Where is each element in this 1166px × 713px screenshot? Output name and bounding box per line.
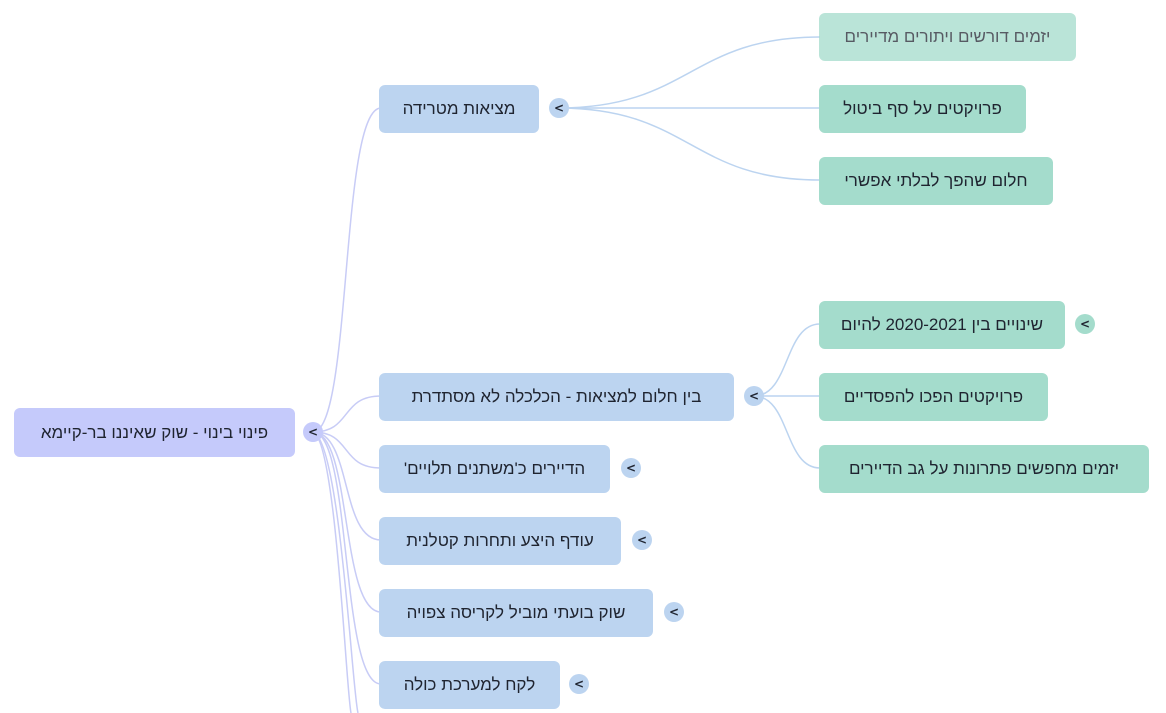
edge-root-offscreen-1 (312, 431, 359, 713)
leaf-expand-toggle-icon[interactable]: < (1075, 314, 1095, 334)
edge-root-b2 (312, 431, 382, 469)
branch-expand-toggle-icon[interactable]: < (621, 458, 641, 478)
leaf-node[interactable]: יזמים מחפשים פתרונות על גב הדיירים (819, 445, 1149, 493)
leaf-node[interactable]: שינויים בין 2020-2021 להיום (819, 301, 1065, 349)
branch-expand-toggle-icon[interactable]: < (632, 530, 652, 550)
edge-b1-c2 (753, 395, 821, 469)
leaf-label: יזמים מחפשים פתרונות על גב הדיירים (848, 459, 1120, 478)
leaf-label: חלום שהפך לבלתי אפשרי (844, 171, 1028, 190)
branch-expand-toggle-icon[interactable]: < (569, 674, 589, 694)
edge-root-b0 (312, 107, 382, 433)
branch-label: הדיירים כ'משתנים תלויים' (403, 459, 586, 478)
edge-root-b5 (312, 431, 382, 685)
leaf-node[interactable]: יזמים דורשים ויתורים מדיירים (819, 13, 1076, 61)
branch-label: לקח למערכת כולה (403, 675, 536, 694)
branch-node-lesson[interactable]: לקח למערכת כולה (379, 661, 560, 709)
branch-node-disturbing-reality[interactable]: מציאות מטרידה (379, 85, 539, 133)
edge-b1-c0 (753, 323, 821, 397)
branch-node-tenants[interactable]: הדיירים כ'משתנים תלויים' (379, 445, 610, 493)
root-collapse-toggle-icon[interactable]: < (303, 422, 323, 442)
branch-label: בין חלום למציאות - הכלכלה לא מסתדרת (411, 387, 702, 406)
edge-b0-c0 (557, 36, 821, 109)
branch-collapse-toggle-icon[interactable]: < (549, 98, 569, 118)
branch-label: מציאות מטרידה (402, 99, 516, 118)
leaf-node[interactable]: פרויקטים על סף ביטול (819, 85, 1026, 133)
edge-root-b3 (312, 431, 382, 541)
branch-node-dream-vs-reality[interactable]: בין חלום למציאות - הכלכלה לא מסתדרת (379, 373, 734, 421)
leaf-label: פרויקטים הפכו להפסדיים (843, 387, 1024, 406)
leaf-label: שינויים בין 2020-2021 להיום (840, 315, 1044, 334)
leaf-node[interactable]: חלום שהפך לבלתי אפשרי (819, 157, 1053, 205)
leaf-label: יזמים דורשים ויתורים מדיירים (844, 27, 1051, 46)
branch-node-bubble-market[interactable]: שוק בועתי מוביל לקריסה צפויה (379, 589, 653, 637)
branch-expand-toggle-icon[interactable]: < (664, 602, 684, 622)
edge-root-b1 (312, 395, 382, 433)
edge-b0-c2 (557, 107, 821, 181)
branch-label: שוק בועתי מוביל לקריסה צפויה (406, 603, 626, 622)
branch-label: עודף היצע ותחרות קטלנית (406, 531, 594, 550)
leaf-node[interactable]: פרויקטים הפכו להפסדיים (819, 373, 1048, 421)
root-label: פינוי בינוי - שוק שאיננו בר-קיימא (40, 422, 269, 442)
root-node[interactable]: פינוי בינוי - שוק שאיננו בר-קיימא (14, 408, 295, 457)
edge-root-b4 (312, 431, 382, 613)
branch-collapse-toggle-icon[interactable]: < (744, 386, 764, 406)
branch-node-oversupply[interactable]: עודף היצע ותחרות קטלנית (379, 517, 621, 565)
leaf-label: פרויקטים על סף ביטול (843, 99, 1002, 118)
edge-root-offscreen-2 (312, 431, 352, 713)
